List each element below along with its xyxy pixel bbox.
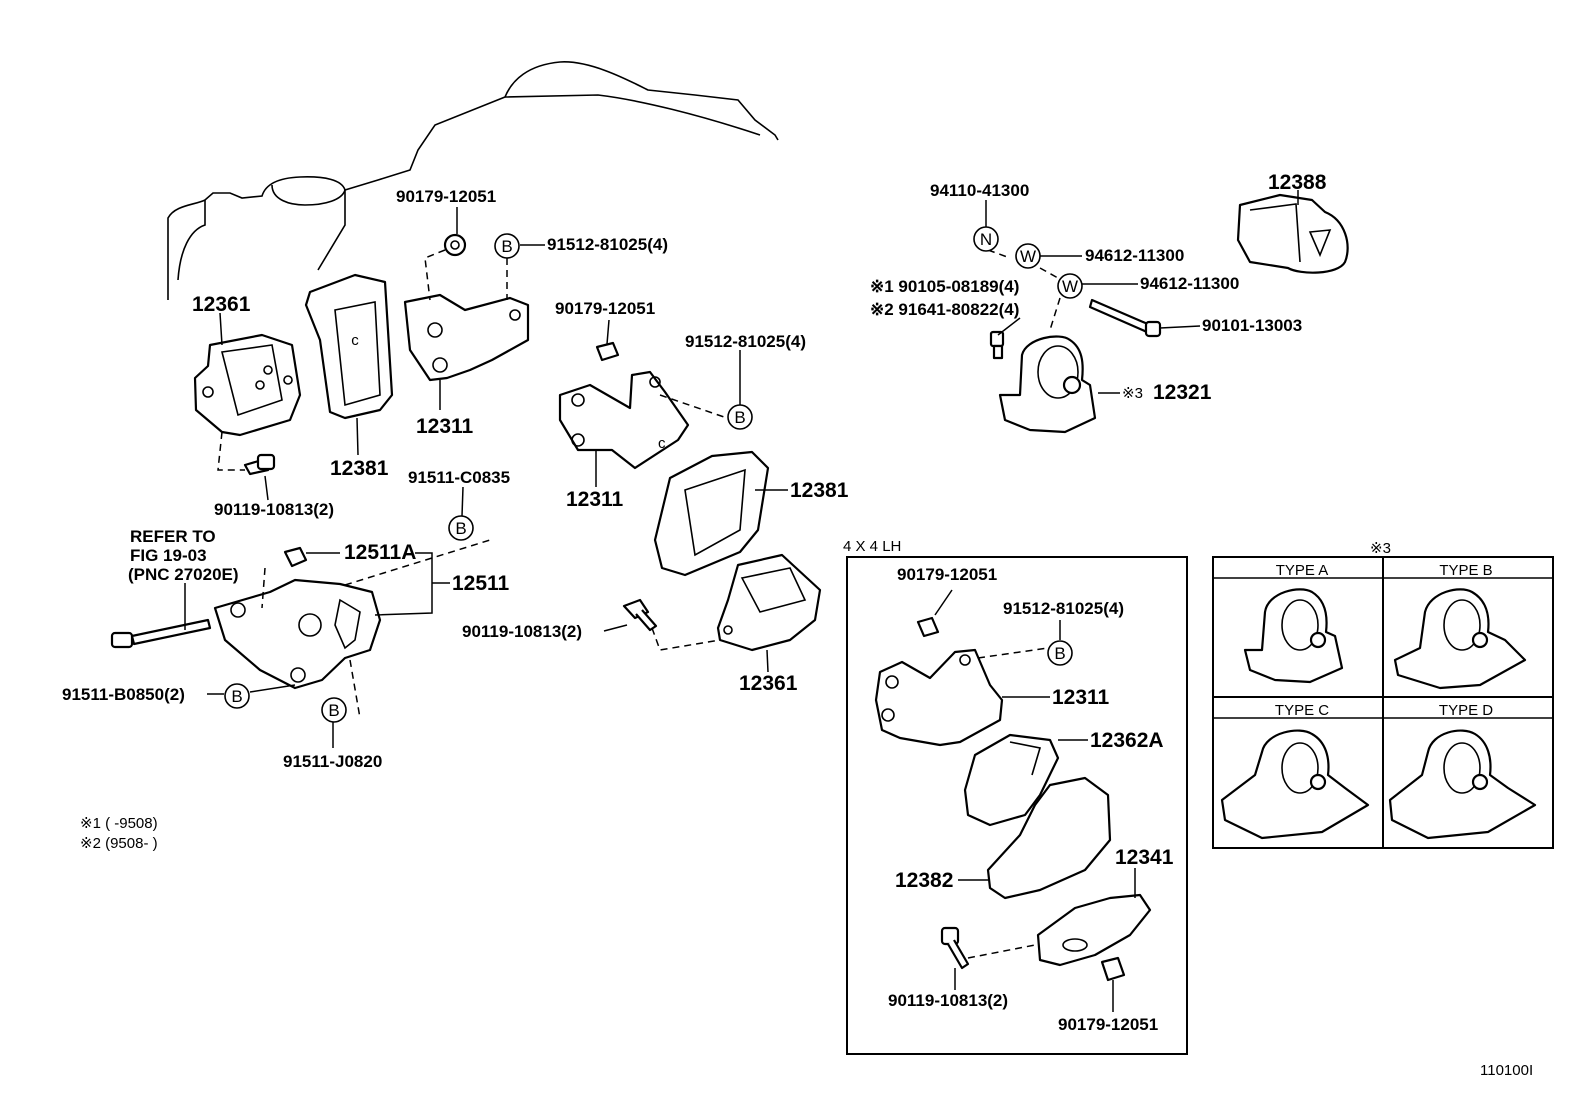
refer-note: REFER TO FIG 19-03 (PNC 27020E) (128, 527, 239, 584)
bracket-12311-upper (403, 293, 530, 382)
label-12361-b: 12361 (739, 672, 798, 695)
circle-w-2: W (1057, 273, 1083, 299)
circle-b-5: B (321, 697, 347, 723)
label-12361-a: 12361 (192, 293, 251, 316)
mount-12361-middle (716, 553, 822, 652)
circle-b-4: B (224, 683, 250, 709)
label-90179-12051-b: 90179-12051 (555, 299, 655, 318)
svg-text:(PNC 27020E): (PNC 27020E) (128, 565, 239, 584)
insulator-12381-upper: c (304, 273, 394, 420)
label-12321: 12321 (1153, 381, 1212, 404)
bolt-90119-middle (622, 598, 658, 632)
label-12311-a: 12311 (416, 415, 474, 438)
label-91511-c0835: 91511-C0835 (408, 468, 510, 487)
label-12381-a: 12381 (330, 457, 389, 480)
type-c-label: TYPE C (1275, 702, 1329, 719)
svg-text:W: W (1020, 247, 1036, 266)
svg-text:c: c (658, 435, 666, 452)
label-12388: 12388 (1268, 171, 1327, 194)
label-91511-b0850: 91511-B0850(2) (62, 685, 185, 704)
svg-text:REFER TO: REFER TO (130, 527, 216, 546)
label-91511-j0820: 91511-J0820 (283, 752, 382, 771)
leader-lines (184, 190, 1299, 748)
type-d-label: TYPE D (1439, 702, 1493, 719)
circle-w-1: W (1015, 243, 1041, 269)
label-90179-12051-a: 90179-12051 (396, 187, 496, 206)
diagram-id: 110100I (1480, 1062, 1533, 1079)
label-94612-11300-b: 94612-11300 (1140, 274, 1239, 293)
svg-text:B: B (501, 237, 512, 256)
svg-text:B: B (455, 519, 466, 538)
type-c-mount (1220, 729, 1370, 840)
bolt-90101 (1088, 298, 1162, 338)
stopper-12388 (1236, 193, 1349, 274)
label-12311-b: 12311 (566, 488, 624, 511)
label-94612-11300-a: 94612-11300 (1085, 246, 1184, 265)
svg-text:B: B (328, 701, 339, 720)
label-90119-10813-a: 90119-10813(2) (214, 500, 334, 519)
label-12511a: 12511A (344, 541, 416, 564)
engine-block-outline (167, 61, 779, 300)
label-12511: 12511 (452, 572, 510, 595)
nut-90179-middle (595, 341, 620, 362)
insulator-12381-middle (653, 450, 770, 577)
label-91512-81025-b: 91512-81025(4) (685, 332, 806, 351)
label-91641-80822: ※2 91641-80822(4) (870, 300, 1019, 319)
bracket-12511 (213, 578, 382, 690)
label-91512-81025-c: 91512-81025(4) (1003, 599, 1124, 618)
mount-12321 (998, 335, 1097, 434)
svg-text:B: B (231, 687, 242, 706)
bolt-90105 (989, 330, 1005, 360)
lh-box-title: 4 X 4 LH (843, 538, 901, 555)
label-12362a: 12362A (1090, 729, 1164, 752)
svg-text:FIG 19-03: FIG 19-03 (130, 546, 207, 565)
label-12341: 12341 (1115, 846, 1174, 869)
bracket-12311-middle: c (558, 370, 690, 470)
svg-text:c: c (351, 332, 359, 349)
stopper-12511a (283, 546, 308, 568)
type-a-mount (1243, 588, 1344, 684)
label-94110-41300: 94110-41300 (930, 181, 1029, 200)
circle-n: N (973, 226, 999, 252)
circle-b-2: B (727, 404, 753, 430)
bolt-refer (110, 618, 212, 649)
svg-text:B: B (734, 408, 745, 427)
svg-text:※2 (9508- ): ※2 (9508- ) (80, 835, 158, 852)
label-91512-81025-a: 91512-81025(4) (547, 235, 668, 254)
types-table-title: ※3 (1370, 540, 1391, 557)
bolt-90119-upper (243, 453, 276, 476)
type-d-mount (1388, 729, 1537, 840)
svg-text:W: W (1062, 277, 1078, 296)
svg-text:B: B (1054, 644, 1065, 663)
label-90105-08189: ※1 90105-08189(4) (870, 277, 1019, 296)
svg-text:N: N (980, 230, 992, 249)
label-12382: 12382 (895, 869, 953, 892)
lh-box: 4 X 4 LH B 90 (843, 538, 1188, 1055)
circle-b-3: B (448, 515, 474, 541)
types-table: ※3 TYPE A TYPE B TYPE C TYPE D (1212, 540, 1554, 849)
label-90179-12051-d: 90179-12051 (1058, 1015, 1158, 1034)
label-12381-b: 12381 (790, 479, 849, 502)
circle-b-1: B (494, 233, 520, 259)
footnotes: ※1 ( -9508) ※2 (9508- ) (80, 815, 158, 852)
svg-text:※1 ( -9508): ※1 ( -9508) (80, 815, 158, 832)
label-90119-10813-b: 90119-10813(2) (462, 622, 582, 641)
type-b-mount (1393, 588, 1527, 690)
label-90101-13003: 90101-13003 (1202, 316, 1302, 335)
label-12321-mark: ※3 (1122, 385, 1143, 402)
nut-90179-upper (443, 233, 467, 257)
label-90179-12051-c: 90179-12051 (897, 565, 997, 584)
type-b-label: TYPE B (1439, 562, 1492, 579)
type-a-label: TYPE A (1276, 562, 1329, 579)
label-90119-10813-c: 90119-10813(2) (888, 991, 1008, 1010)
circle-b-lh: B (1047, 640, 1073, 666)
mount-12361-upper-left (193, 333, 302, 437)
label-12311-c: 12311 (1052, 686, 1110, 709)
